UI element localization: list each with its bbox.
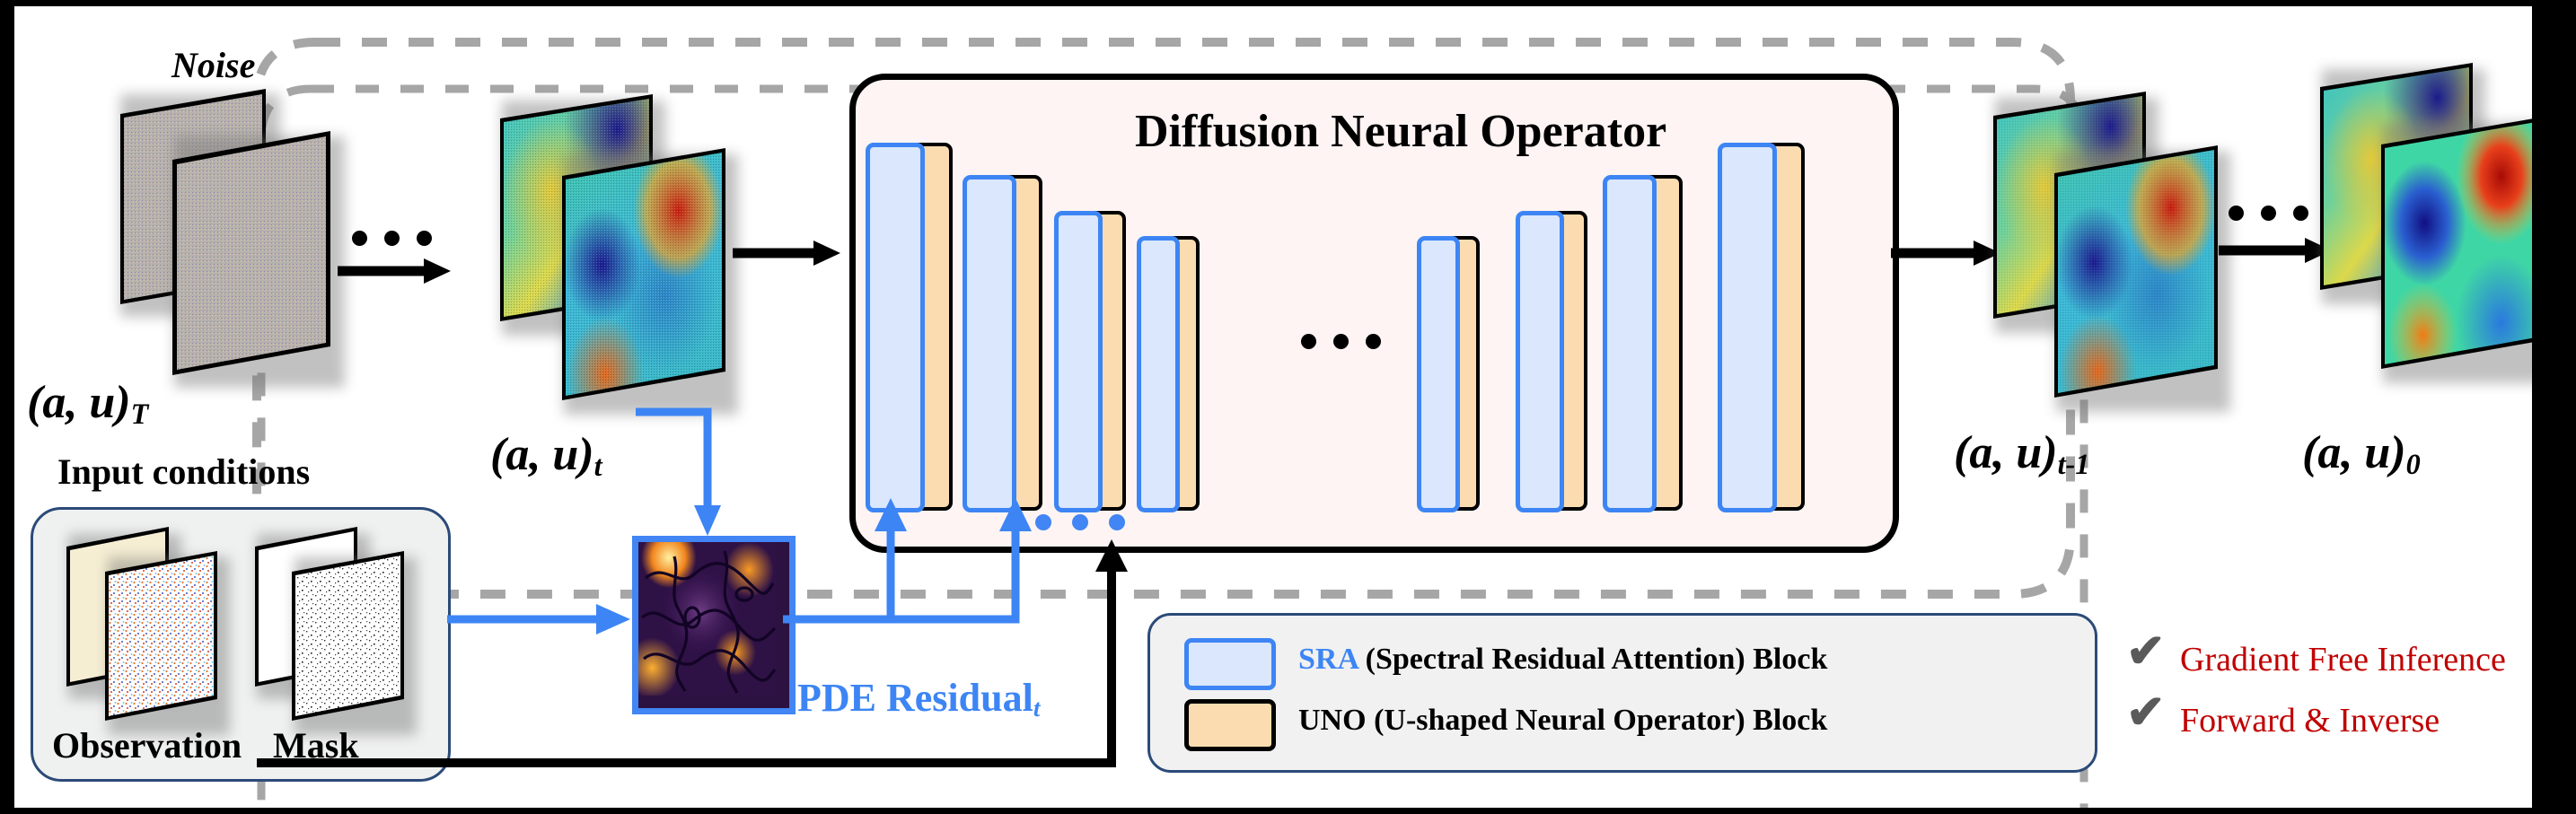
ellipsis-dot xyxy=(2293,206,2308,221)
sra-block[interactable] xyxy=(866,143,925,512)
claim-text-gradient-free: Gradient Free Inference xyxy=(2180,641,2506,678)
condition-label-observation: Observation xyxy=(52,725,242,766)
stage-label-noise-main: (a, u) xyxy=(27,377,131,428)
stage-label-au0-sub: 0 xyxy=(2405,448,2421,481)
stage-label-au0-main: (a, u) xyxy=(2302,427,2406,478)
autm1-plane-front xyxy=(2049,143,2230,412)
check-icon: ✔ xyxy=(2126,687,2166,739)
ellipsis-dot-blue xyxy=(1109,514,1125,530)
stage-label-autm1: (a, u)t-1 xyxy=(1954,426,2089,481)
stage-label-aut-main: (a, u) xyxy=(490,429,594,480)
ellipsis-dot xyxy=(417,231,432,246)
arrow-autm1-to-au0 xyxy=(2219,238,2332,263)
sra-block[interactable] xyxy=(1603,175,1657,512)
condition-label-mask: Mask xyxy=(273,725,359,766)
pde-residual-label-sub: t xyxy=(1033,695,1041,722)
arrow-aut-to-dno xyxy=(733,241,840,266)
legend-label-uno: UNO (U-shaped Neural Operator) Block xyxy=(1298,704,1827,738)
ellipsis-dot xyxy=(384,231,400,246)
legend-rest-uno: (U-shaped Neural Operator) Block xyxy=(1366,704,1828,737)
stage-label-noise-sub: T xyxy=(130,398,149,431)
pde-residual-image xyxy=(632,536,796,714)
sra-block[interactable] xyxy=(1718,143,1777,512)
sra-block[interactable] xyxy=(1516,211,1564,512)
mask-plane-front xyxy=(287,548,417,735)
legend-rest-sra: (Spectral Residual Attention) Block xyxy=(1358,643,1828,676)
sra-block[interactable] xyxy=(963,175,1016,512)
stage-label-aut-sub: t xyxy=(593,450,602,483)
noise-plane-front xyxy=(167,127,345,388)
sra-block[interactable] xyxy=(1054,211,1103,512)
ellipsis-dot-blue xyxy=(1072,514,1088,530)
ellipsis-dot xyxy=(2229,206,2244,221)
observation-plane-front xyxy=(101,548,230,735)
noise-label: Noise xyxy=(171,45,256,85)
arrow-noise-to-aut xyxy=(338,258,451,284)
stage-label-noise: (a, u)T xyxy=(27,376,148,431)
stage-label-aut: (a, u)t xyxy=(490,428,602,483)
stage-label-autm1-main: (a, u) xyxy=(1954,427,2058,478)
arrow-dno-to-autm1 xyxy=(1891,241,2000,266)
ellipsis-dot xyxy=(352,231,367,246)
sra-block[interactable] xyxy=(1137,236,1180,512)
stage-label-autm1-sub: t-1 xyxy=(2057,448,2090,481)
pde-residual-label: PDE Residualt xyxy=(797,675,1040,722)
legend-swatch-sra xyxy=(1184,638,1276,690)
aut-plane-front xyxy=(557,145,738,415)
sra-block[interactable] xyxy=(1417,236,1460,512)
ellipsis-dot xyxy=(1333,334,1349,349)
claim-text-forward-inverse: Forward & Inverse xyxy=(2180,702,2440,740)
legend-panel xyxy=(1147,613,2097,773)
figure-canvas: Noise (a, u)T Input conditions xyxy=(14,6,2532,808)
ellipsis-dot xyxy=(2261,206,2276,221)
ellipsis-dot-blue xyxy=(1035,514,1051,530)
ellipsis-dot xyxy=(1366,334,1381,349)
legend-accent-sra: SRA xyxy=(1298,643,1358,676)
legend-label-sra: SRA (Spectral Residual Attention) Block xyxy=(1298,643,1827,677)
pde-residual-label-main: PDE Residual xyxy=(797,676,1033,720)
legend-accent-uno: UNO xyxy=(1298,704,1367,737)
stage-label-au0: (a, u)0 xyxy=(2302,426,2421,481)
ellipsis-dot xyxy=(1301,334,1316,349)
check-icon: ✔ xyxy=(2126,626,2166,678)
au0-plane-front xyxy=(2376,114,2532,383)
legend-swatch-uno xyxy=(1184,699,1276,751)
input-conditions-title: Input conditions xyxy=(57,451,311,492)
dno-title: Diffusion Neural Operator xyxy=(1135,106,1667,157)
